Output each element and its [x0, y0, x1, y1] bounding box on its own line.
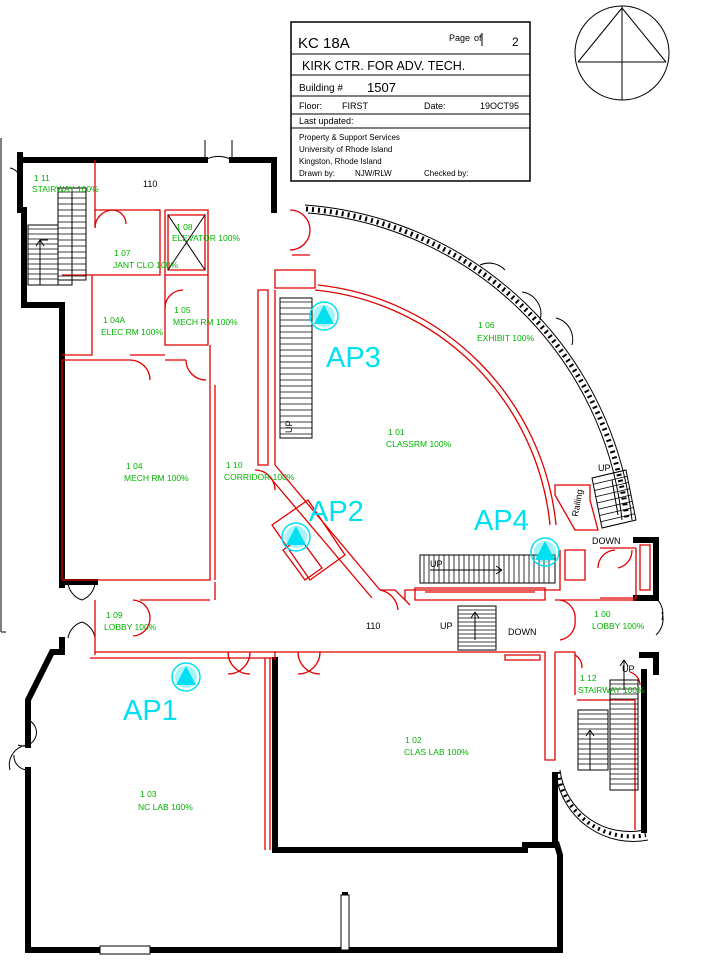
floor-label: Floor: — [299, 101, 322, 111]
window-strips — [99, 894, 350, 955]
org-line-2: University of Rhode Island — [299, 145, 392, 154]
page-of-label: of — [474, 33, 482, 43]
stair-top-left — [27, 187, 87, 286]
room-104-number: 1 04 — [126, 461, 143, 471]
railing-label: Railing — [570, 489, 585, 518]
room-105-name: MECH RM 100% — [173, 317, 238, 327]
building-name: KIRK CTR. FOR ADV. TECH. — [302, 59, 465, 73]
room-102-name: CLAS LAB 100% — [404, 747, 469, 757]
room-112-number: 1 12 — [580, 673, 597, 683]
building-number: 1507 — [367, 80, 396, 95]
wifi-ap-icon — [314, 305, 334, 324]
stair-tread — [598, 500, 633, 510]
ap1-label: AP1 — [123, 695, 178, 727]
room-110-number: 1 10 — [226, 460, 243, 470]
room-104a-name: ELEC RM 100% — [101, 327, 163, 337]
drawn-by-label: Drawn by: — [299, 169, 335, 178]
ap2-label: AP2 — [309, 496, 364, 528]
org-line-3: Kingston, Rhode Island — [299, 157, 382, 166]
org-line-1: Property & Support Services — [299, 133, 400, 142]
room-107-name: JANT CLO 100% — [113, 260, 178, 270]
up-label-5: UP — [622, 664, 635, 674]
page-total: 2 — [512, 35, 519, 49]
room-108-number: 1 08 — [176, 222, 193, 232]
left-border — [0, 138, 6, 633]
stair-down — [419, 554, 556, 584]
room-101-name: CLASSRM 100% — [386, 439, 452, 449]
room-104-name: MECH RM 100% — [124, 473, 189, 483]
room-111-number: 1 11 — [34, 173, 50, 183]
checked-by-label: Checked by: — [424, 169, 468, 178]
curved-wall — [304, 204, 633, 521]
room-111-name: STAIRWAY 100% — [32, 184, 99, 194]
room-100-name: LOBBY 100% — [592, 621, 645, 631]
room-109-number: 1 09 — [106, 610, 123, 620]
floor-value: FIRST — [342, 101, 369, 111]
page-label: Page — [449, 33, 470, 43]
up-label-4: UP — [440, 621, 453, 631]
room-108-name: ELEVATOR 100% — [172, 233, 240, 243]
down-label-2: DOWN — [508, 627, 537, 637]
wifi-ap-icon — [286, 526, 306, 545]
up-label-2: UP — [598, 463, 611, 473]
ap4-label: AP4 — [474, 505, 529, 537]
area-110-mid: 110 — [366, 621, 380, 631]
room-110-name: CORRIDOR 100% — [224, 472, 295, 482]
access-point-ap4[interactable]: AP4 — [474, 505, 560, 567]
stair-tread — [596, 494, 632, 504]
stair-treads — [28, 191, 638, 785]
wifi-ap-icon — [176, 666, 196, 685]
room-101-number: 1 01 — [388, 427, 405, 437]
stair-tread — [594, 482, 629, 491]
stair-tread — [600, 513, 635, 523]
stair-lower-centre — [457, 605, 497, 651]
room-100-number: 1 00 — [594, 609, 611, 619]
room-105-number: 1 05 — [174, 305, 191, 315]
stair-tread — [593, 475, 628, 485]
stair-bottom-right — [577, 659, 639, 791]
room-102-number: 1 02 — [405, 735, 422, 745]
access-point-ap1[interactable]: AP1 — [123, 662, 201, 727]
stair-annotations: UP UP UP UP UP DOWN DOWN Railing — [284, 420, 635, 674]
north-arrow-icon — [574, 5, 670, 101]
date-value: 19OCT95 — [480, 101, 519, 111]
stair-tread — [595, 488, 630, 498]
room-106-number: 1 06 — [478, 320, 495, 330]
stair-tread — [601, 519, 637, 529]
room-107-number: 1 07 — [114, 248, 131, 258]
room-104a-number: 1 04A — [103, 315, 126, 325]
stair-tread — [591, 469, 627, 479]
stair-tread — [599, 507, 634, 516]
date-label: Date: — [424, 101, 446, 111]
access-point-ap2[interactable]: AP2 — [281, 496, 364, 552]
room-109-name: LOBBY 100% — [104, 622, 157, 632]
interior-partitions — [61, 160, 651, 850]
up-label-1: UP — [284, 420, 294, 433]
area-110-top: 110 — [143, 179, 157, 189]
room-103-name: NC LAB 100% — [138, 802, 193, 812]
ap3-label: AP3 — [326, 342, 381, 374]
access-point-ap3[interactable]: AP3 — [309, 301, 381, 374]
room-106-name: EXHIBIT 100% — [477, 333, 534, 343]
rotunda-wall — [555, 769, 649, 842]
wifi-ap-icon — [535, 541, 555, 560]
room-103-number: 1 03 — [140, 789, 157, 799]
drawn-by-value: NJW/RLW — [355, 169, 392, 178]
down-label-1: DOWN — [592, 536, 621, 546]
up-label-3: UP — [430, 559, 443, 569]
room-112-name: STAIRWAY 100% — [578, 685, 645, 695]
drawing-id: KC 18A — [298, 35, 350, 52]
title-block: KC 18A Page of 2 KIRK CTR. FOR ADV. TECH… — [290, 21, 531, 182]
exterior-doors — [8, 140, 664, 771]
room-labels: 1 11 STAIRWAY 100% 110 1 08 ELEVATOR 100… — [32, 173, 645, 812]
last-updated-label: Last updated: — [299, 116, 354, 126]
building-label: Building # — [299, 83, 343, 94]
